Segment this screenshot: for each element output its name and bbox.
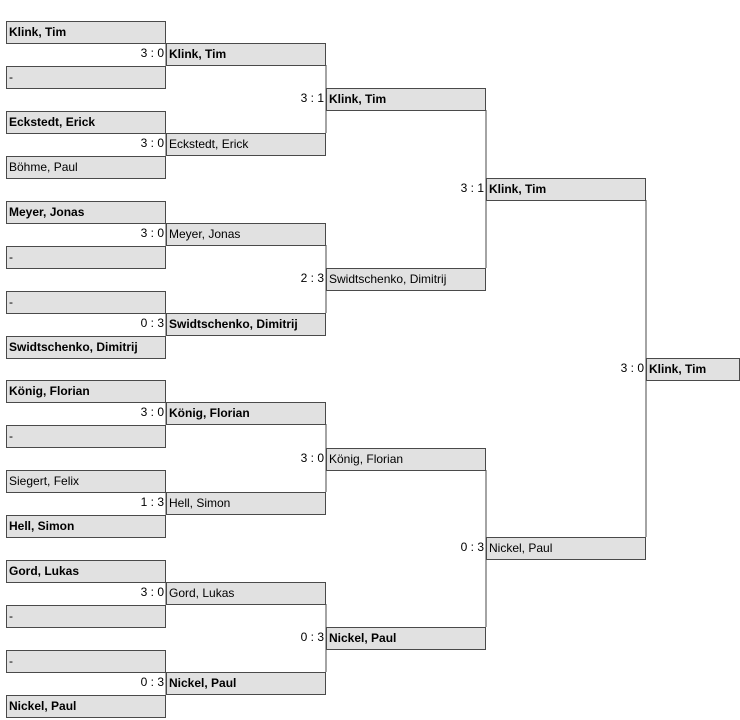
round2-score: 3 : 0 — [140, 405, 164, 419]
round1-entry: - — [6, 291, 166, 314]
round2-score: 3 : 0 — [140, 585, 164, 599]
final-score: 3 : 0 — [620, 361, 644, 375]
round1-entry: - — [6, 605, 166, 628]
round2-score: 1 : 3 — [140, 495, 164, 509]
round2-score: 0 : 3 — [140, 316, 164, 330]
round3-entry: Nickel, Paul — [326, 627, 486, 650]
round3-score: 3 : 0 — [300, 451, 324, 465]
round4-score: 3 : 1 — [460, 181, 484, 195]
round1-entry: - — [6, 425, 166, 448]
round3-score: 3 : 1 — [300, 91, 324, 105]
round1-entry: - — [6, 246, 166, 269]
round2-entry: Meyer, Jonas — [166, 223, 326, 246]
round1-entry: König, Florian — [6, 380, 166, 403]
round1-entry: Böhme, Paul — [6, 156, 166, 179]
round2-score: 3 : 0 — [140, 136, 164, 150]
round3-entry: Swidtschenko, Dimitrij — [326, 268, 486, 291]
round1-entry: Swidtschenko, Dimitrij — [6, 336, 166, 359]
round4-score: 0 : 3 — [460, 540, 484, 554]
final-winner: Klink, Tim — [646, 358, 740, 381]
round1-entry: Eckstedt, Erick — [6, 111, 166, 134]
round1-entry: Klink, Tim — [6, 21, 166, 44]
round2-entry: Swidtschenko, Dimitrij — [166, 313, 326, 336]
round2-entry: Gord, Lukas — [166, 582, 326, 605]
round1-entry: - — [6, 650, 166, 673]
round3-entry: Klink, Tim — [326, 88, 486, 111]
round1-entry: Hell, Simon — [6, 515, 166, 538]
round1-entry: Nickel, Paul — [6, 695, 166, 718]
round2-entry: Eckstedt, Erick — [166, 133, 326, 156]
round2-entry: Klink, Tim — [166, 43, 326, 66]
round1-entry: Siegert, Felix — [6, 470, 166, 493]
round1-entry: - — [6, 66, 166, 89]
round2-entry: König, Florian — [166, 402, 326, 425]
round3-score: 0 : 3 — [300, 630, 324, 644]
round3-entry: König, Florian — [326, 448, 486, 471]
round2-score: 0 : 3 — [140, 675, 164, 689]
round2-entry: Nickel, Paul — [166, 672, 326, 695]
round2-entry: Hell, Simon — [166, 492, 326, 515]
round1-entry: Gord, Lukas — [6, 560, 166, 583]
round3-score: 2 : 3 — [300, 271, 324, 285]
round4-entry: Nickel, Paul — [486, 537, 646, 560]
round2-score: 3 : 0 — [140, 46, 164, 60]
round4-entry: Klink, Tim — [486, 178, 646, 201]
round2-score: 3 : 0 — [140, 226, 164, 240]
round1-entry: Meyer, Jonas — [6, 201, 166, 224]
